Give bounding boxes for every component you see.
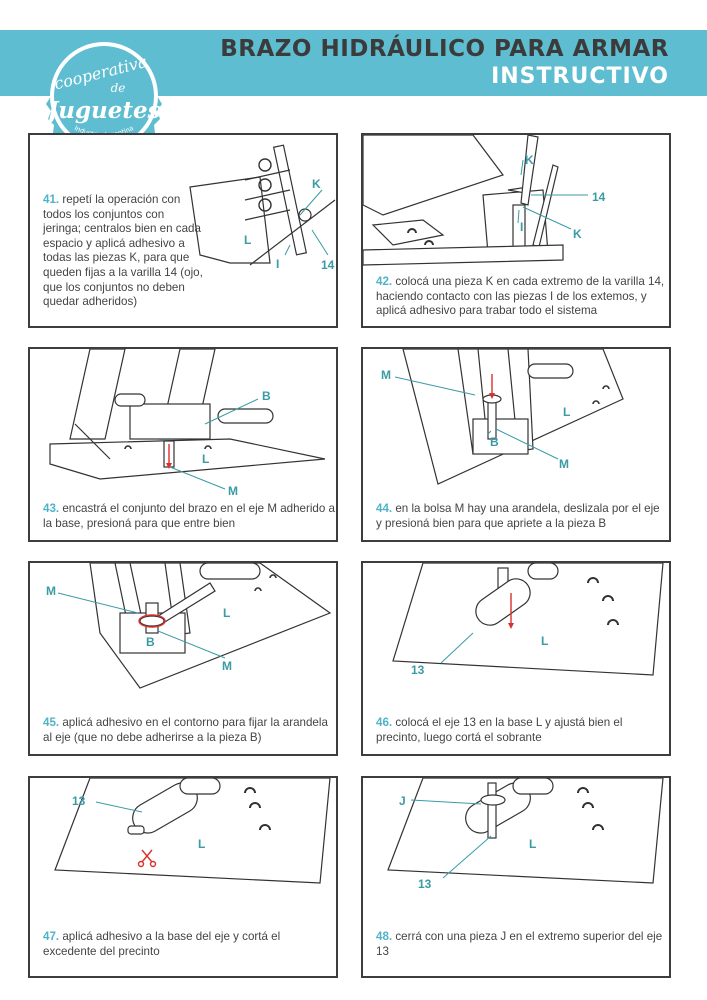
step-43-label-l: L <box>202 452 210 466</box>
step-45-illustration <box>57 563 332 689</box>
step-48-label-l: L <box>529 837 537 851</box>
step-44-illustration <box>394 349 624 485</box>
step-47-number: 47. <box>43 930 60 943</box>
step-43-label-m: M <box>228 484 238 498</box>
step-45-label-b: B <box>146 635 155 649</box>
step-48-text: cerrá con una pieza J en el extremo supe… <box>376 930 663 958</box>
step-41-caption: 41. repetí la operación con todos los co… <box>43 193 203 310</box>
step-41-label-l: L <box>244 233 252 247</box>
step-42-panel: K 14 I K 42. colocá una pieza K en cada … <box>361 133 671 328</box>
step-43-number: 43. <box>43 502 60 515</box>
step-41-panel: K L I 14 41. repetí la operación con tod… <box>28 133 338 328</box>
step-45-label-m-top: M <box>46 584 56 598</box>
step-43-panel: B L M 43. encastrá el conjunto del brazo… <box>28 347 338 542</box>
step-47-text: aplicá adhesivo a la base del eje y cort… <box>43 930 281 958</box>
step-44-label-b: B <box>490 435 499 449</box>
step-42-label-k-bottom: K <box>573 227 582 241</box>
step-44-label-l: L <box>563 405 571 419</box>
step-48-illustration <box>387 778 664 884</box>
step-48-caption: 48. cerrá con una pieza J en el extremo … <box>376 930 668 959</box>
page-subtitle: INSTRUCTIVO <box>491 64 669 89</box>
step-42-label-14: 14 <box>592 190 606 204</box>
step-44-label-m-bottom: M <box>559 457 569 471</box>
step-42-illustration <box>363 135 588 266</box>
logo-line2: de <box>111 81 126 95</box>
step-41-text: repetí la operación con todos los conjun… <box>43 193 203 309</box>
step-41-label-k: K <box>312 177 321 191</box>
step-45-label-m-bottom: M <box>222 659 232 673</box>
step-47-caption: 47. aplicá adhesivo a la base del eje y … <box>43 930 335 959</box>
step-46-panel: L 13 46. colocá el eje 13 en la base L y… <box>361 561 671 756</box>
step-47-label-13: 13 <box>72 794 86 808</box>
step-47-label-l: L <box>198 837 206 851</box>
step-42-number: 42. <box>376 275 393 288</box>
step-46-label-l: L <box>541 634 549 648</box>
step-46-number: 46. <box>376 716 393 729</box>
step-48-label-j: J <box>399 794 406 808</box>
step-46-label-13: 13 <box>411 663 425 677</box>
step-45-caption: 45. aplicá adhesivo en el contorno para … <box>43 716 335 745</box>
step-43-caption: 43. encastrá el conjunto del brazo en el… <box>43 502 335 531</box>
step-44-caption: 44. en la bolsa M hay una arandela, desl… <box>376 502 668 531</box>
step-46-text: colocá el eje 13 en la base L y ajustá b… <box>376 716 623 744</box>
step-45-text: aplicá adhesivo en el contorno para fija… <box>43 716 328 744</box>
step-41-label-14: 14 <box>321 258 335 272</box>
step-42-label-i: I <box>520 220 524 234</box>
logo-line3: Juguetes <box>43 97 160 124</box>
step-48-number: 48. <box>376 930 393 943</box>
step-42-label-k-top: K <box>525 153 534 167</box>
cooperativa-logo: cooperativa de Juguetes Industria Argent… <box>43 30 162 162</box>
step-48-panel: J L 13 48. cerrá con una pieza J en el e… <box>361 776 671 978</box>
step-45-number: 45. <box>43 716 60 729</box>
step-42-caption: 42. colocá una pieza K en cada extremo d… <box>376 275 668 319</box>
step-44-panel: M L B M 44. en la bolsa M hay una arande… <box>361 347 671 542</box>
step-44-text: en la bolsa M hay una arandela, deslizal… <box>376 502 660 530</box>
step-48-label-13: 13 <box>418 877 432 891</box>
step-45-panel: M L B M 45. aplicá adhesivo en el contor… <box>28 561 338 756</box>
step-43-text: encastrá el conjunto del brazo en el eje… <box>43 502 335 530</box>
step-41-number: 41. <box>43 193 60 206</box>
step-44-label-m-top: M <box>381 368 391 382</box>
step-44-number: 44. <box>376 502 393 515</box>
step-43-illustration <box>49 349 326 490</box>
step-46-illustration <box>392 563 664 676</box>
step-45-label-l: L <box>223 606 231 620</box>
step-42-text: colocá una pieza K en cada extremo de la… <box>376 275 665 318</box>
scissors-icon <box>137 849 157 868</box>
step-47-panel: 13 L 47. aplicá adhesivo a la base del e… <box>28 776 338 978</box>
step-46-caption: 46. colocá el eje 13 en la base L y ajus… <box>376 716 668 745</box>
step-47-illustration <box>54 778 331 884</box>
step-41-label-i: I <box>276 257 280 271</box>
step-41-illustration <box>189 144 336 266</box>
page-title: BRAZO HIDRÁULICO PARA ARMAR <box>220 36 669 62</box>
step-43-label-b: B <box>262 389 271 403</box>
